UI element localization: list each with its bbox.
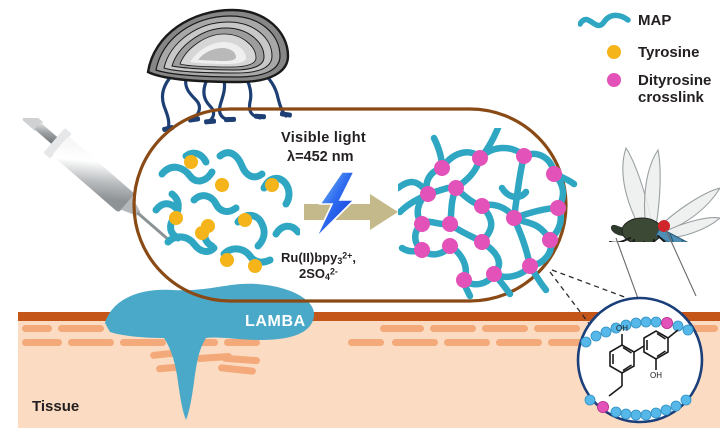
adhesive-application-marker: [658, 220, 670, 232]
wavelength-label: λ=452 nm: [287, 149, 354, 165]
sulfate-formula-sup: 2-: [329, 266, 338, 277]
sulfate-formula-sub: 4: [325, 272, 330, 283]
catalyst-label-line2: 2SO42-: [299, 266, 338, 282]
map-chain-group: [152, 149, 300, 266]
peptide-bead-chain-bottom: [584, 394, 692, 421]
tyrosine-nodes: [169, 155, 279, 273]
oh-label-right: OH: [650, 371, 662, 380]
syringe-barrel: [53, 137, 134, 212]
legend-label-dityrosine-line2: crosslink: [638, 89, 704, 106]
tissue-surface: [18, 312, 720, 321]
catalyst-formula-suffix: ,: [352, 250, 356, 265]
legend-label-map: MAP: [638, 12, 672, 29]
lightning-bolt-icon: [315, 171, 356, 239]
syringe-plunger-rod: [34, 122, 61, 147]
crosslink-bead-top: [661, 316, 674, 329]
arrow-shape: [304, 194, 398, 230]
sulfate-formula-prefix: 2SO: [299, 266, 326, 281]
leader-lines: [549, 229, 697, 347]
crosslinked-map-network: [398, 128, 578, 300]
oh-label-left: OH: [616, 324, 628, 333]
legend-label-dityrosine-line1: Dityrosine: [638, 72, 712, 89]
adhesive-shape: [105, 283, 315, 420]
mussel-shell: [146, 8, 290, 84]
reaction-arrow: [304, 194, 398, 230]
inset-dashed-leaders: [549, 269, 639, 347]
dot-icon: [607, 73, 621, 87]
dragonfly: [609, 146, 720, 242]
catalyst-formula-sup: 2+: [342, 250, 353, 261]
reaction-capsule: [132, 107, 568, 303]
biphenyl-structure: [608, 329, 679, 397]
syringe-thumb-rest: [22, 118, 43, 131]
catalyst-label-line1: Ru(II)bpy32+,: [281, 250, 356, 266]
dot-icon: [607, 45, 621, 59]
crosslink-bead-bottom: [596, 401, 609, 414]
lamba-adhesive-blob: [105, 283, 315, 420]
dityrosine-inset: OH OH: [576, 296, 704, 424]
lamba-label: LAMBA: [245, 313, 306, 330]
legend-dityrosine-icon-wrap: [607, 73, 621, 87]
wavy-line-icon: [578, 12, 631, 29]
legend-label-dityrosine: Dityrosine crosslink: [638, 72, 718, 106]
dragonfly-legs: [609, 235, 667, 242]
tissue-label: Tissue: [32, 398, 80, 415]
legend-map-icon-wrap: [578, 12, 631, 29]
dragonfly-wings: [622, 146, 720, 239]
syringe: [22, 118, 170, 242]
bolt-shape: [315, 171, 356, 239]
capsule-outline: [132, 107, 568, 303]
dragonfly-solid-leaders: [615, 229, 697, 305]
syringe-needle: [136, 211, 170, 242]
dragonfly-body: [609, 217, 689, 242]
catalyst-formula-sub: 3: [337, 256, 343, 267]
catalyst-formula-prefix: Ru(II)bpy: [281, 250, 338, 265]
mussel: [146, 8, 292, 132]
dityrosine-crosslink-nodes: [414, 148, 566, 288]
legend-label-tyrosine: Tyrosine: [638, 44, 700, 61]
uncrosslinked-map-chains: [152, 149, 300, 273]
syringe-flange: [44, 128, 71, 158]
syringe-body: [22, 118, 170, 242]
legend-tyrosine-icon-wrap: [607, 45, 621, 59]
visible-light-label: Visible light: [281, 130, 367, 146]
